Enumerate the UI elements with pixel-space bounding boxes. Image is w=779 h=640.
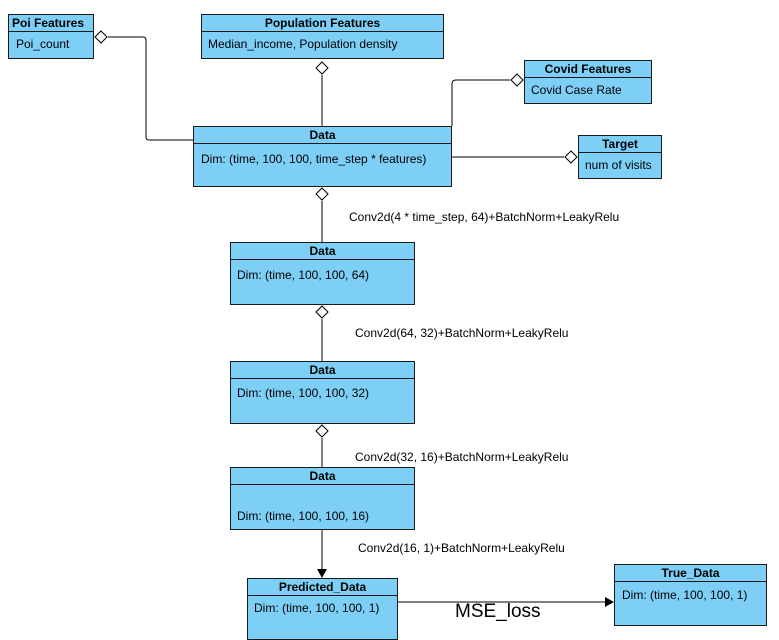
conv2-label: Conv2d(64, 32)+BatchNorm+LeakyRelu bbox=[355, 326, 569, 340]
poi-features-body: Poi_count bbox=[16, 37, 70, 51]
predicted-data-body: Dim: (time, 100, 100, 1) bbox=[254, 601, 380, 615]
diamond-target bbox=[564, 150, 578, 164]
population-features-title: Population Features bbox=[202, 15, 443, 32]
data-32-body: Dim: (time, 100, 100, 32) bbox=[237, 386, 370, 400]
data-input-title: Data bbox=[194, 127, 451, 144]
data-32-box[interactable]: Data Dim: (time, 100, 100, 32) bbox=[230, 361, 415, 424]
data-64-box[interactable]: Data Dim: (time, 100, 100, 64) bbox=[230, 242, 415, 305]
predicted-data-title: Predicted_Data bbox=[248, 579, 397, 596]
covid-features-body: Covid Case Rate bbox=[531, 83, 622, 97]
data-64-title: Data bbox=[231, 243, 414, 260]
diamond-conv3 bbox=[315, 424, 329, 438]
population-features-box[interactable]: Population Features Median_income, Popul… bbox=[201, 14, 444, 59]
diamond-conv2 bbox=[315, 305, 329, 319]
data-64-body: Dim: (time, 100, 100, 64) bbox=[237, 268, 370, 282]
target-body: num of visits bbox=[585, 158, 652, 172]
data-32-title: Data bbox=[231, 362, 414, 379]
data-input-body: Dim: (time, 100, 100, time_step * featur… bbox=[201, 152, 427, 166]
arrowhead-conv4 bbox=[317, 569, 327, 578]
conv3-label: Conv2d(32, 16)+BatchNorm+LeakyRelu bbox=[355, 450, 569, 464]
link-poi-data bbox=[108, 36, 193, 141]
predicted-data-box[interactable]: Predicted_Data Dim: (time, 100, 100, 1) bbox=[247, 578, 398, 640]
data-16-body: Dim: (time, 100, 100, 16) bbox=[237, 509, 370, 523]
true-data-body: Dim: (time, 100, 100, 1) bbox=[622, 588, 748, 602]
true-data-title: True_Data bbox=[615, 565, 766, 582]
diamond-conv1 bbox=[315, 187, 329, 201]
link-covid-data bbox=[451, 79, 510, 126]
conv4-label: Conv2d(16, 1)+BatchNorm+LeakyRelu bbox=[358, 541, 565, 555]
covid-features-box[interactable]: Covid Features Covid Case Rate bbox=[524, 60, 652, 104]
data-input-box[interactable]: Data Dim: (time, 100, 100, time_step * f… bbox=[193, 126, 452, 187]
covid-features-title: Covid Features bbox=[525, 61, 651, 78]
poi-features-box[interactable]: Poi Features Poi_count bbox=[8, 14, 94, 59]
diamond-covid bbox=[510, 73, 524, 87]
diamond-poi bbox=[94, 30, 108, 44]
target-title: Target bbox=[579, 136, 661, 153]
true-data-box[interactable]: True_Data Dim: (time, 100, 100, 1) bbox=[614, 564, 767, 626]
mse-loss-label: MSE_loss bbox=[455, 601, 541, 622]
data-16-box[interactable]: Data Dim: (time, 100, 100, 16) bbox=[230, 467, 415, 530]
conv1-label: Conv2d(4 * time_step, 64)+BatchNorm+Leak… bbox=[349, 210, 620, 224]
poi-features-title: Poi Features bbox=[9, 15, 93, 32]
target-box[interactable]: Target num of visits bbox=[578, 135, 662, 179]
diamond-population bbox=[315, 61, 329, 75]
population-features-body: Median_income, Population density bbox=[208, 37, 398, 51]
arrowhead-loss bbox=[605, 597, 614, 607]
data-16-title: Data bbox=[231, 468, 414, 485]
